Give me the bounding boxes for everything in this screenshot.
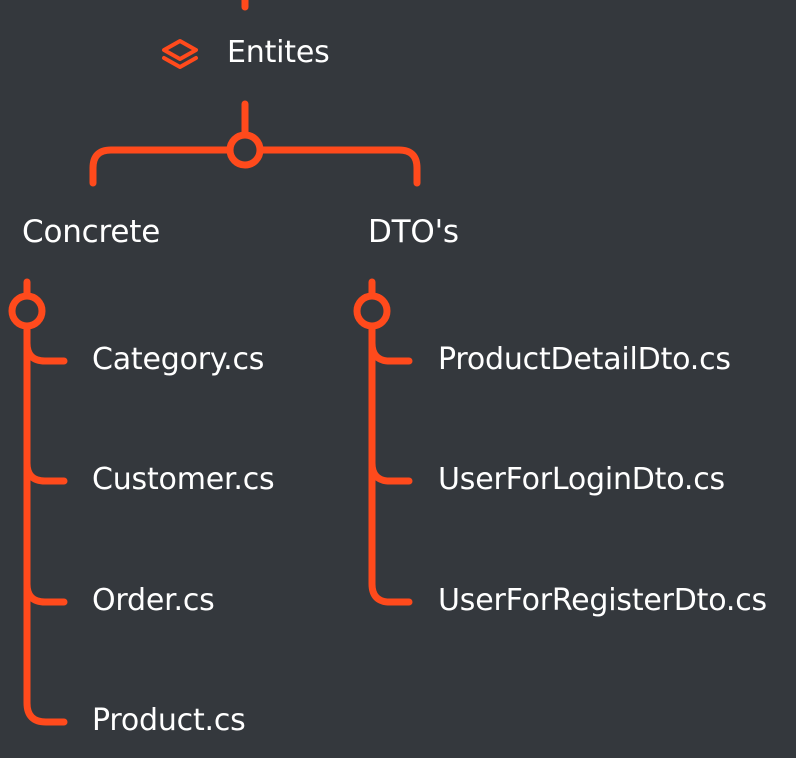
group-label-dtos: DTO's	[368, 214, 459, 250]
file-order: Order.cs	[92, 583, 215, 618]
file-user-for-register-dto: UserForRegisterDto.cs	[438, 583, 767, 618]
root-folder-label: Entites	[227, 35, 330, 70]
group-label-concrete: Concrete	[22, 214, 161, 250]
dtos-tree	[353, 278, 413, 606]
concrete-tree	[8, 278, 68, 726]
file-category: Category.cs	[92, 342, 265, 377]
file-customer: Customer.cs	[92, 462, 275, 497]
layers-icon	[162, 39, 198, 69]
root-branch	[89, 100, 421, 187]
file-product-detail-dto: ProductDetailDto.cs	[438, 342, 731, 377]
file-product: Product.cs	[92, 703, 246, 738]
file-user-for-login-dto: UserForLoginDto.cs	[438, 462, 725, 497]
